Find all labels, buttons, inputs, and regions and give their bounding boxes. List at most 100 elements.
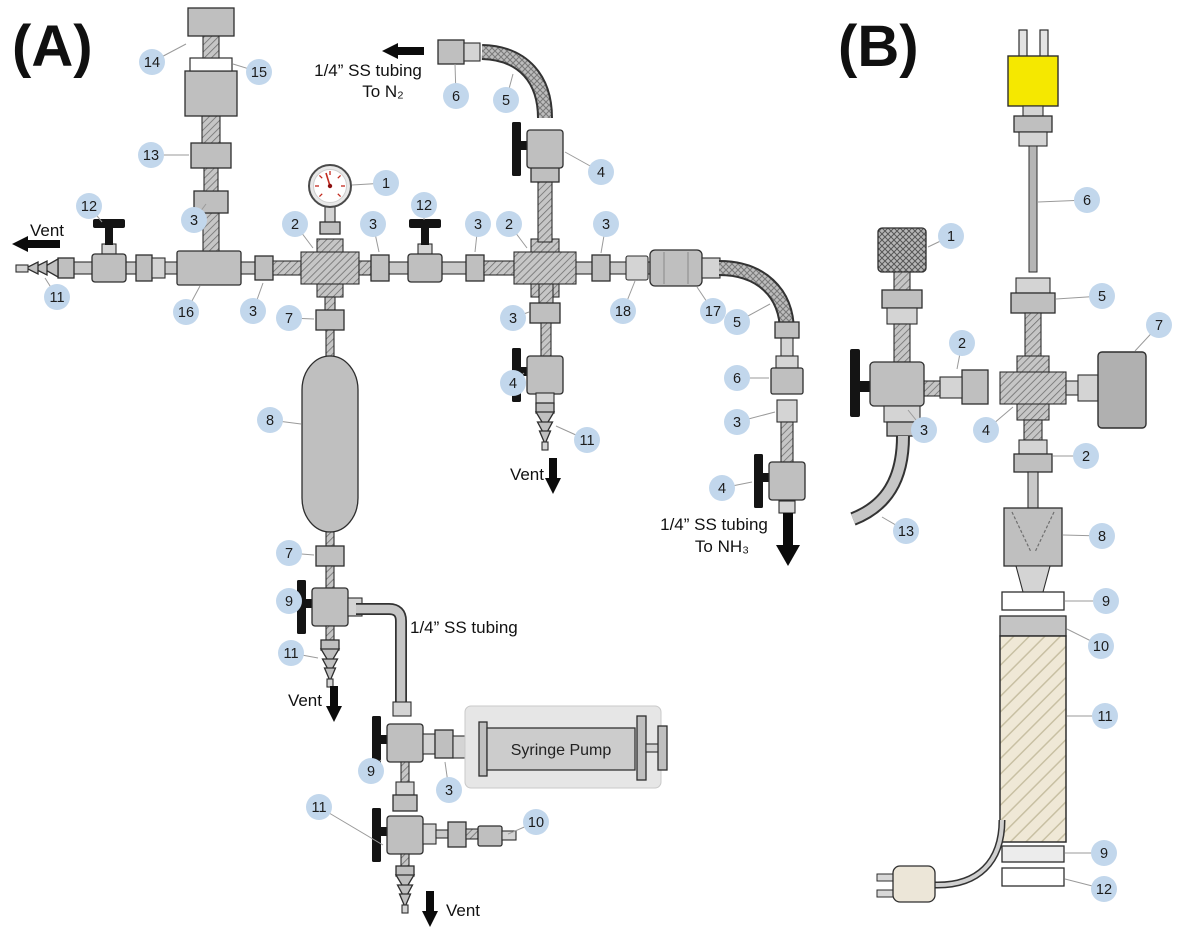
callout-number: 17 [705, 304, 721, 320]
nh3-tubing-label-line2: To NH₃ [695, 537, 749, 556]
callout-number: 5 [1098, 289, 1106, 305]
nut-pair-left [135, 254, 166, 282]
pressure-gauge [308, 164, 352, 235]
nut [395, 781, 415, 796]
nut-3 [591, 254, 611, 282]
callout-number: 1 [382, 176, 390, 192]
callout-circle [1088, 633, 1114, 659]
callout-5: 5 [724, 303, 771, 335]
hose-barb-11 [535, 402, 555, 451]
washer-15 [189, 57, 233, 72]
callout-circle [257, 407, 283, 433]
callout-2: 2 [949, 330, 975, 370]
plunger-plate [636, 715, 647, 781]
callout-2: 2 [496, 211, 528, 249]
nut-7 [315, 545, 345, 567]
nut [881, 289, 923, 309]
callout-number: 14 [144, 55, 160, 71]
valve-4-nh3 [753, 453, 806, 509]
callout-number: 11 [579, 433, 594, 449]
knurled-cap-1 [877, 227, 927, 273]
callout-7: 7 [276, 540, 315, 566]
fitting-17 [649, 249, 703, 287]
stem [1065, 380, 1079, 396]
n2-tubing-label-line1: 1/4” SS tubing [314, 61, 422, 80]
callout-circle [173, 299, 199, 325]
callout-11: 11 [1067, 703, 1118, 729]
braided-hose-5-right [718, 262, 793, 333]
callout-number: 3 [733, 415, 741, 431]
callout-number: 6 [1083, 193, 1091, 209]
threaded-nipple [358, 260, 372, 276]
valve-3-handle [850, 349, 860, 417]
braided-hose-5 [481, 46, 551, 119]
callout-number: 13 [898, 524, 914, 540]
callout-number: 3 [474, 217, 482, 233]
valve-3-assembly [850, 227, 927, 526]
callout-9: 9 [276, 588, 302, 614]
ring-9-bottom [1001, 845, 1065, 863]
callout-11: 11 [278, 640, 319, 666]
n2-vent-branch: Vent [510, 283, 564, 494]
n2-flow-arrow [382, 43, 424, 59]
callout-number: 9 [1100, 846, 1108, 862]
panel-b-label: (B) [838, 14, 919, 79]
callout-number: 12 [1096, 882, 1112, 898]
callout-number: 11 [1097, 709, 1112, 725]
callout-5: 5 [493, 73, 519, 113]
callout-circle [500, 305, 526, 331]
callout-circle [278, 640, 304, 666]
callout-circle [436, 777, 462, 803]
callout-circle [1093, 588, 1119, 614]
threaded-nipple [272, 260, 302, 276]
callout-number: 16 [178, 305, 194, 321]
callout-circle [938, 223, 964, 249]
callout-9: 9 [1065, 588, 1119, 614]
callout-circle [1146, 312, 1172, 338]
callout-circle [181, 207, 207, 233]
nut-2 [1013, 453, 1053, 473]
callout-circle [44, 284, 70, 310]
vent-mid-arrow [545, 458, 561, 494]
collar-10 [999, 615, 1067, 637]
callout-4: 4 [564, 151, 614, 185]
reducer-8 [1003, 507, 1063, 593]
callout-7: 7 [1134, 312, 1172, 352]
sample-cylinder-branch: Vent [288, 296, 363, 722]
callout-circle [973, 417, 999, 443]
callout-number: 7 [285, 311, 293, 327]
callout-circle [138, 142, 164, 168]
callout-5: 5 [1055, 283, 1115, 309]
callout-number: 11 [311, 800, 326, 816]
callout-circle [76, 193, 102, 219]
callout-3: 3 [360, 211, 386, 253]
callout-number: 11 [49, 290, 64, 306]
callout-18: 18 [610, 280, 636, 324]
vent-left-label: Vent [30, 221, 64, 240]
callout-circle [1091, 840, 1117, 866]
callout-6: 6 [724, 365, 769, 391]
callout-9: 9 [1065, 840, 1117, 866]
nut-3 [529, 302, 561, 324]
syringe-barrel [486, 727, 636, 771]
callout-circle [1074, 187, 1100, 213]
callout-3: 3 [240, 282, 266, 324]
fitting-5 [1010, 277, 1056, 314]
callout-number: 2 [1082, 449, 1090, 465]
vent-mid-label: Vent [510, 465, 544, 484]
callout-circle [306, 794, 332, 820]
callout-number: 9 [1102, 594, 1110, 610]
nut-3 [434, 729, 454, 759]
valve-4-n2 [511, 121, 564, 177]
regulator-stack [184, 7, 238, 252]
callout-circle [373, 170, 399, 196]
nut-3 [447, 821, 467, 848]
nut [392, 794, 418, 812]
callout-circle [139, 49, 165, 75]
block-7 [1097, 351, 1147, 429]
callout-3: 3 [500, 305, 530, 331]
hose-barb-left [15, 257, 75, 279]
callout-number: 15 [251, 65, 267, 81]
callout-circle [411, 192, 437, 218]
